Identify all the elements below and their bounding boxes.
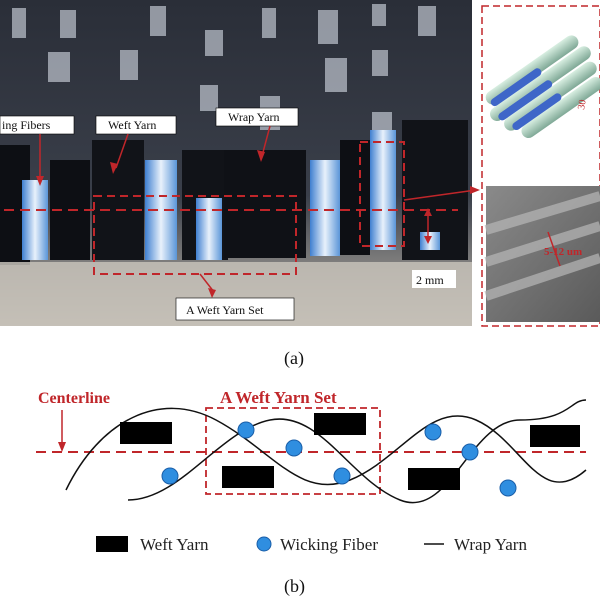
svg-text:Weft Yarn: Weft Yarn — [108, 118, 156, 132]
inset-render: 30 — [481, 5, 600, 327]
wicking-fiber — [285, 439, 303, 457]
wicking-fiber — [461, 443, 479, 461]
label-weft-yarn: Weft Yarn — [95, 115, 177, 135]
photo-panel: ing Fibers Weft Yarn Wrap Yarn A Weft Ya… — [0, 0, 480, 326]
wicking-fiber — [237, 421, 255, 439]
svg-text:Wrap Yarn: Wrap Yarn — [228, 110, 280, 124]
weft-yarn — [120, 422, 172, 444]
detail-box — [359, 141, 405, 247]
legend-weft-label: Weft Yarn — [140, 535, 209, 554]
weft-set-box-b — [205, 407, 381, 495]
inset-sem: 5-12 um — [484, 186, 600, 322]
legend-wicking-swatch — [256, 536, 272, 552]
legend: Weft Yarn Wicking Fiber Wrap Yarn — [96, 535, 527, 554]
caption-a: (a) — [284, 348, 304, 369]
wicking-fiber — [161, 467, 179, 485]
centerline-label: Centerline — [38, 390, 110, 407]
weft-yarn — [314, 413, 366, 435]
label-weft-set: A Weft Yarn Set — [175, 297, 295, 321]
legend-wicking-label: Wicking Fiber — [280, 535, 378, 554]
weft-set-label: A Weft Yarn Set — [220, 388, 337, 407]
caption-b: (b) — [284, 576, 305, 597]
wicking-fiber — [333, 467, 351, 485]
wicking-fiber-tufts — [22, 130, 440, 260]
svg-text:A Weft Yarn Set: A Weft Yarn Set — [186, 303, 264, 317]
wrap-yarn-2 — [127, 399, 587, 504]
svg-text:30: 30 — [576, 99, 589, 111]
legend-weft-swatch — [96, 536, 128, 552]
weft-set-box — [93, 195, 297, 275]
label-wicking-fibers: ing Fibers — [0, 115, 75, 135]
svg-text:2 mm: 2 mm — [416, 273, 444, 287]
wicking-fiber — [499, 479, 517, 497]
label-scale: 2 mm — [412, 270, 456, 288]
weft-yarn — [408, 468, 460, 490]
legend-wrap-label: Wrap Yarn — [454, 535, 527, 554]
svg-text:ing Fibers: ing Fibers — [2, 118, 51, 132]
weft-yarn — [530, 425, 580, 447]
weft-yarn — [222, 466, 274, 488]
wrap-yarn-1 — [65, 407, 587, 491]
wicking-fiber — [424, 423, 442, 441]
schematic-panel: Centerline A Weft Yarn Set Weft Yarn — [36, 388, 587, 597]
svg-text:5-12 um: 5-12 um — [544, 246, 582, 258]
label-wrap-yarn: Wrap Yarn — [215, 107, 299, 127]
